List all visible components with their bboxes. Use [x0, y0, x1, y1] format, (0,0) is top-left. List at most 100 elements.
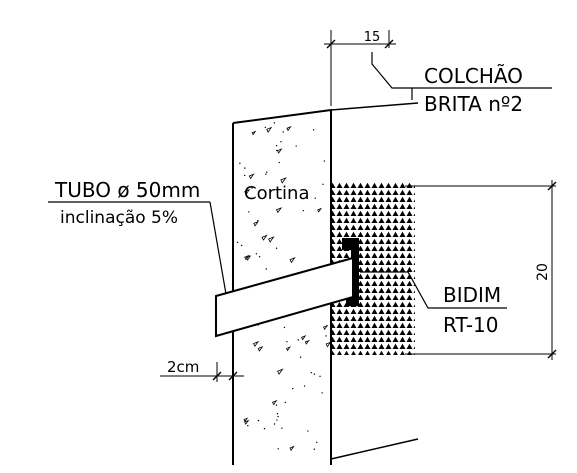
- concrete-speck: [277, 448, 279, 450]
- concrete-aggregate: [322, 324, 329, 331]
- concrete-speck: [307, 430, 309, 432]
- concrete-speck: [248, 211, 250, 213]
- concrete-speck: [275, 247, 278, 249]
- concrete-speck: [321, 392, 323, 394]
- concrete-aggregate: [285, 346, 291, 352]
- concrete-speck: [284, 401, 287, 404]
- concrete-speck: [310, 371, 313, 374]
- concrete-speck: [266, 171, 268, 173]
- concrete-speck: [275, 404, 278, 406]
- concrete-speck: [244, 167, 246, 169]
- concrete-aggregate: [277, 368, 284, 375]
- concrete-aggregate: [325, 341, 331, 348]
- concrete-speck: [239, 162, 241, 164]
- concrete-speck: [273, 423, 276, 425]
- concrete-speck: [265, 268, 267, 270]
- concrete-aggregate: [248, 173, 255, 180]
- concrete-speck: [323, 160, 325, 162]
- concrete-speck: [278, 161, 280, 164]
- concrete-speck: [325, 335, 327, 337]
- concrete-speck: [322, 183, 324, 186]
- tubo-leader: [48, 201, 227, 295]
- concrete-aggregate: [304, 339, 310, 345]
- concrete-speck: [265, 173, 267, 175]
- concrete-speck: [275, 144, 278, 147]
- concrete-speck: [243, 174, 246, 177]
- concrete-speck: [286, 341, 288, 343]
- bidim-label: BIDIM: [443, 283, 501, 307]
- concrete-speck: [280, 141, 282, 143]
- ground-line-top: [330, 102, 419, 111]
- concrete-speck: [303, 385, 306, 387]
- colchao-leader: [371, 52, 552, 100]
- concrete-aggregate: [289, 445, 295, 452]
- concrete-speck: [277, 415, 279, 418]
- concrete-aggregate: [276, 148, 283, 154]
- dimension-15-label: 15: [364, 30, 381, 45]
- concrete-aggregate: [300, 334, 307, 341]
- concrete-aggregate: [243, 417, 249, 423]
- drain-pipe: [215, 256, 354, 338]
- concrete-speck: [299, 356, 302, 358]
- concrete-speck: [273, 122, 276, 124]
- concrete-aggregate: [252, 340, 260, 348]
- concrete-aggregate: [244, 419, 250, 425]
- colchao-label: COLCHÃO: [424, 64, 523, 88]
- concrete-speck: [316, 441, 318, 444]
- dimension-2cm: 2cm: [160, 358, 244, 382]
- concrete-speck: [276, 149, 278, 152]
- brita-label: BRITA nº2: [424, 92, 523, 116]
- concrete-speck: [276, 419, 278, 421]
- concrete-speck: [292, 387, 294, 390]
- bidim-geotextile: [342, 238, 359, 306]
- concrete-speck: [282, 131, 284, 133]
- concrete-aggregate: [272, 399, 278, 406]
- cortina-label: Cortina: [244, 183, 309, 204]
- concrete-aggregate: [268, 236, 275, 243]
- concrete-speck: [257, 219, 259, 222]
- concrete-aggregate: [257, 345, 264, 352]
- concrete-speck: [255, 253, 258, 255]
- concrete-aggregate: [317, 207, 323, 213]
- concrete-speck: [313, 448, 315, 450]
- concrete-aggregate: [253, 220, 260, 227]
- concrete-speck: [263, 427, 266, 430]
- concrete-speck: [276, 413, 279, 415]
- concrete-speck: [295, 145, 297, 147]
- concrete-speck: [257, 419, 260, 422]
- concrete-speck: [251, 187, 253, 189]
- ground-line-bottom: [330, 438, 419, 460]
- concrete-speck: [302, 209, 305, 212]
- concrete-speck: [264, 126, 267, 129]
- concrete-speck: [240, 244, 243, 247]
- dimension-15: 15: [324, 30, 396, 106]
- concrete-speck: [280, 197, 282, 199]
- concrete-aggregate: [244, 188, 251, 196]
- concrete-speck: [258, 255, 261, 258]
- concrete-speck: [313, 373, 316, 375]
- rt10-label: RT-10: [443, 313, 499, 337]
- concrete-aggregate: [275, 207, 283, 214]
- concrete-speck: [297, 339, 299, 341]
- concrete-aggregate: [289, 256, 296, 264]
- concrete-speck: [236, 241, 239, 244]
- dimension-2cm-label: 2cm: [167, 358, 199, 376]
- concrete-aggregate: [261, 234, 268, 241]
- concrete-aggregate: [245, 255, 252, 261]
- concrete-speck: [281, 427, 283, 429]
- dimension-20-label: 20: [535, 263, 551, 281]
- tubo-label: TUBO ø 50mm: [54, 178, 200, 202]
- concrete-aggregate: [286, 125, 292, 132]
- bidim-leader: [360, 271, 507, 309]
- concrete-aggregate: [266, 126, 273, 133]
- inclinacao-label: inclinação 5%: [60, 208, 178, 228]
- concrete-speck: [247, 424, 249, 427]
- concrete-aggregate: [280, 177, 287, 184]
- concrete-speck: [312, 129, 315, 131]
- dimension-20: 20: [405, 180, 557, 360]
- concrete-speck: [319, 375, 321, 378]
- concrete-aggregate: [251, 130, 257, 136]
- concrete-speck: [314, 197, 316, 199]
- concrete-speck: [283, 326, 286, 329]
